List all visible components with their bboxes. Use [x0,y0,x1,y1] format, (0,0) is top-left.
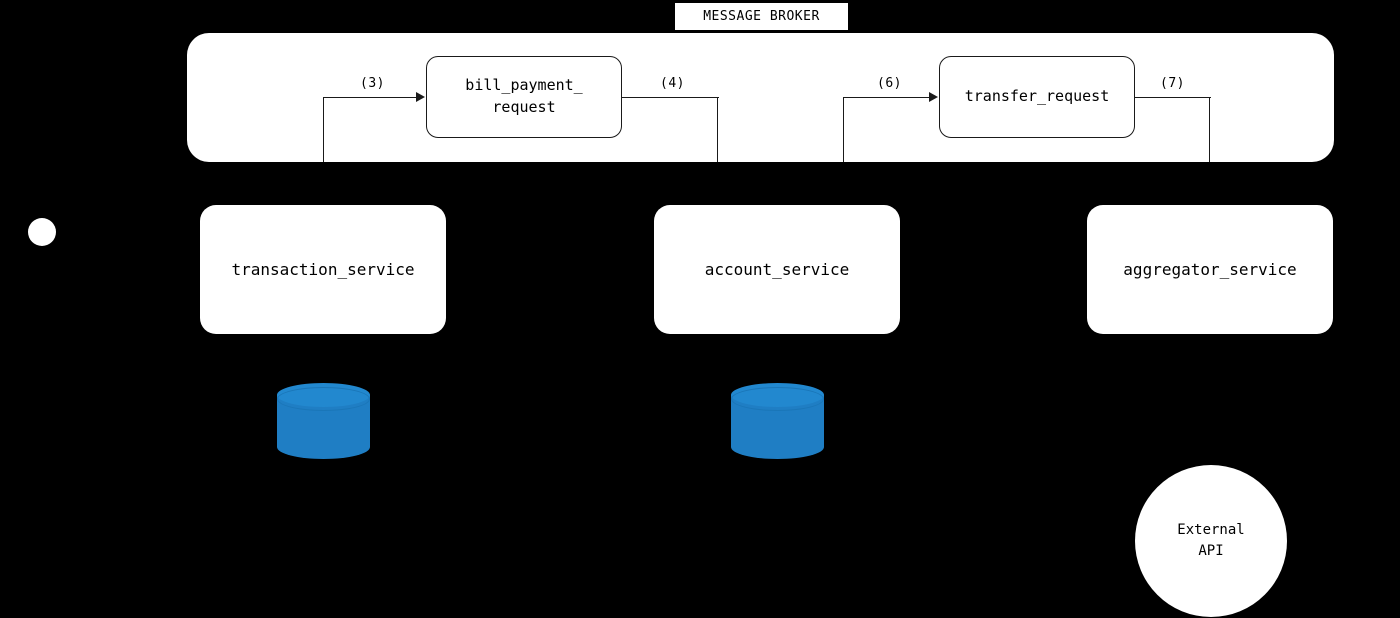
edge-6-arrowhead [929,92,938,102]
edge-3-label: (3) [360,76,385,91]
message-broker-title: MESSAGE BROKER [674,2,849,31]
external-api-label-line1: External [1177,522,1245,538]
edge-6-label: (6) [877,76,902,91]
service-aggregator-service[interactable]: aggregator_service [1087,205,1333,334]
edge-3-arrowhead [416,92,425,102]
service-transaction-service[interactable]: transaction_service [200,205,446,334]
database-transaction-db [277,383,370,459]
edge-4-vertical-segment [717,97,718,162]
edge-4-horizontal-segment [622,97,719,98]
edge-7-vertical-segment [1209,97,1210,162]
edge-6-horizontal-segment [843,97,931,98]
external-api-node[interactable]: External API [1135,465,1287,617]
queue-bill-payment-request[interactable]: bill_payment_ request [426,56,622,138]
edge-3-vertical-segment [323,97,324,162]
edge-4-label: (4) [660,76,685,91]
external-api-label-line2: API [1198,543,1224,559]
edge-7-horizontal-segment [1135,97,1211,98]
actor-head-icon [28,218,56,246]
database-cylinder-rim [277,387,370,411]
database-account-db [731,383,824,459]
edge-7-label: (7) [1160,76,1185,91]
edge-3-horizontal-segment [323,97,418,98]
edge-6-vertical-segment [843,97,844,162]
database-cylinder-rim [731,387,824,411]
queue-transfer-request[interactable]: transfer_request [939,56,1135,138]
service-account-service[interactable]: account_service [654,205,900,334]
